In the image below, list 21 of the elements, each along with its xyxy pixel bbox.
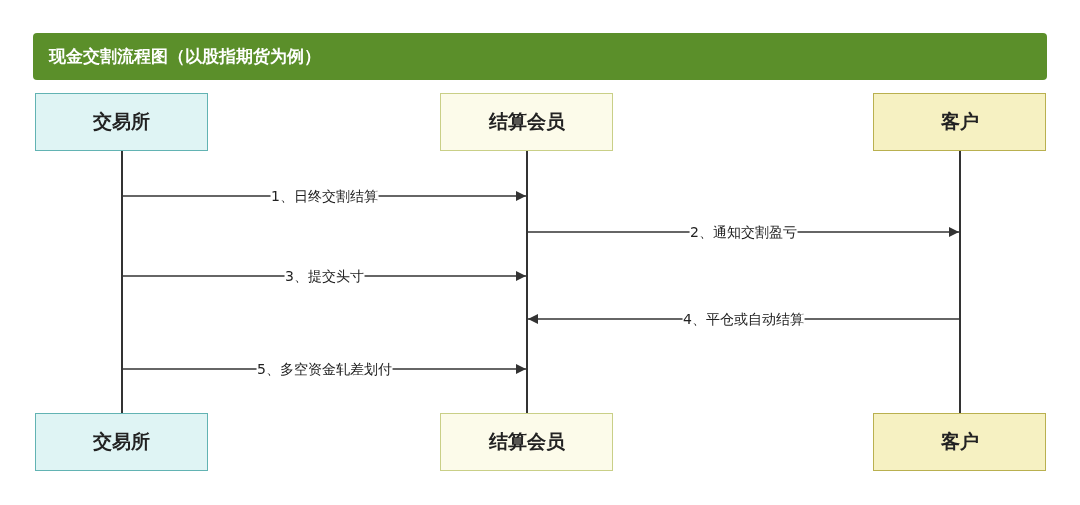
participant-name: 交易所	[93, 429, 150, 454]
lifeline	[121, 151, 123, 413]
participant-name: 客户	[940, 109, 979, 134]
lifeline	[526, 151, 528, 413]
participant-box	[440, 93, 613, 151]
edge-label: 2、通知交割盈亏	[689, 224, 798, 240]
edge-label: 3、提交头寸	[284, 268, 365, 284]
edge-label: 5、多空资金轧差划付	[256, 361, 393, 377]
participant-box	[873, 93, 1046, 151]
participant-name: 结算会员	[488, 429, 565, 454]
participant-box	[440, 413, 613, 471]
participant-box	[35, 93, 208, 151]
edge-label: 1、日终交割结算	[270, 188, 379, 204]
title-banner: 现金交割流程图（以股指期货为例）	[33, 33, 1047, 80]
participant-name: 客户	[940, 429, 979, 454]
participant-name: 交易所	[93, 109, 150, 134]
participant-box	[35, 413, 208, 471]
participant-box	[873, 413, 1046, 471]
lifeline	[959, 151, 961, 413]
participant-name: 结算会员	[488, 109, 565, 134]
edge-label: 4、平仓或自动结算	[682, 311, 805, 327]
